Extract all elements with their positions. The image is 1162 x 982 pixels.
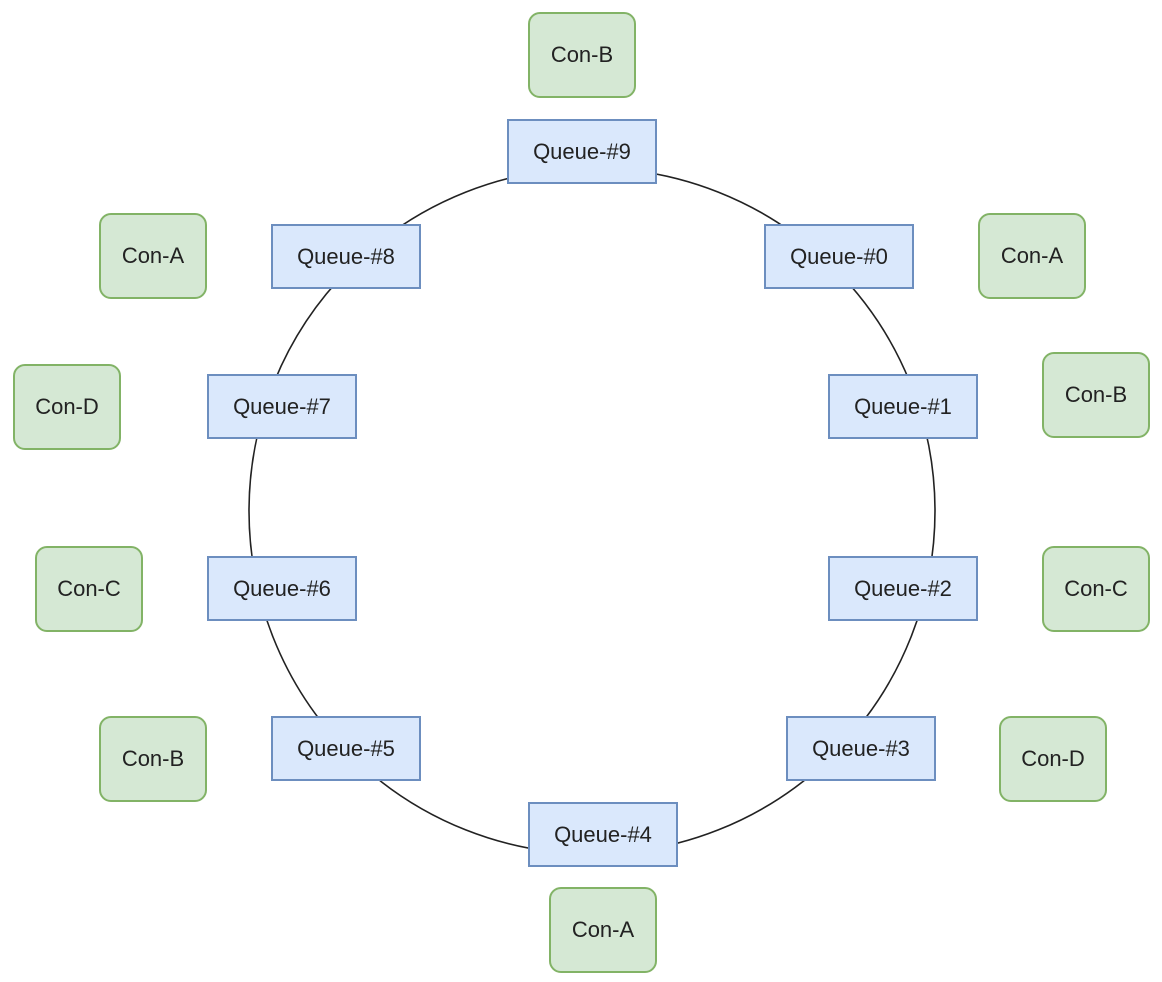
- consumer-node-4: Con-A: [549, 887, 657, 973]
- queue-node-4: Queue-#4: [528, 802, 678, 867]
- consumer-node-3: Con-D: [999, 716, 1107, 802]
- queue-node-8: Queue-#8: [271, 224, 421, 289]
- consumer-node-5: Con-B: [99, 716, 207, 802]
- queue-node-1: Queue-#1: [828, 374, 978, 439]
- queue-node-7: Queue-#7: [207, 374, 357, 439]
- queue-node-2: Queue-#2: [828, 556, 978, 621]
- consumer-node-0: Con-A: [978, 213, 1086, 299]
- consumer-node-7: Con-D: [13, 364, 121, 450]
- queue-node-0: Queue-#0: [764, 224, 914, 289]
- consumer-node-1: Con-B: [1042, 352, 1150, 438]
- consumer-node-6: Con-C: [35, 546, 143, 632]
- consumer-node-8: Con-A: [99, 213, 207, 299]
- consumer-node-2: Con-C: [1042, 546, 1150, 632]
- queue-node-6: Queue-#6: [207, 556, 357, 621]
- queue-node-9: Queue-#9: [507, 119, 657, 184]
- queue-node-5: Queue-#5: [271, 716, 421, 781]
- consumer-node-9: Con-B: [528, 12, 636, 98]
- queue-node-3: Queue-#3: [786, 716, 936, 781]
